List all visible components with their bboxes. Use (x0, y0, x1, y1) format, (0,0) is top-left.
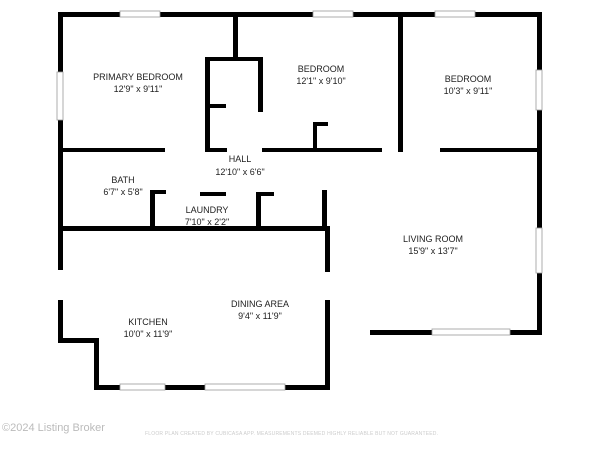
bedroom-2-name: BEDROOM (445, 74, 492, 84)
dining-area-name: DINING AREA (231, 299, 289, 309)
bedroom-2-size: 10'3" x 9'11" (444, 86, 493, 96)
room-labels: PRIMARY BEDROOM 12'9" x 9'11" BEDROOM 12… (93, 64, 492, 339)
living-room-size: 15'9" x 13'7" (408, 246, 457, 256)
primary-bedroom-name: PRIMARY BEDROOM (93, 72, 183, 82)
hall-name: HALL (229, 154, 252, 164)
bedroom-1-size: 12'1" x 9'10" (296, 76, 345, 86)
living-room-name: LIVING ROOM (403, 234, 463, 244)
bath-size: 6'7" x 5'8" (103, 187, 142, 197)
copyright-watermark: ©2024 Listing Broker (2, 422, 105, 434)
hall-size: 12'10" x 6'6" (215, 167, 264, 177)
kitchen-size: 10'0" x 11'9" (124, 329, 173, 339)
bedroom-1-name: BEDROOM (298, 64, 345, 74)
laundry-size: 7'10" x 2'2" (185, 217, 229, 227)
windows (56, 10, 543, 391)
disclaimer: FLOOR PLAN CREATED BY CUBICASA APP. MEAS… (145, 431, 439, 437)
bath-name: BATH (111, 175, 134, 185)
laundry-name: LAUNDRY (186, 205, 229, 215)
primary-bedroom-size: 12'9" x 9'11" (114, 84, 163, 94)
dining-area-size: 9'4" x 11'9" (238, 311, 282, 321)
kitchen-name: KITCHEN (128, 317, 168, 327)
